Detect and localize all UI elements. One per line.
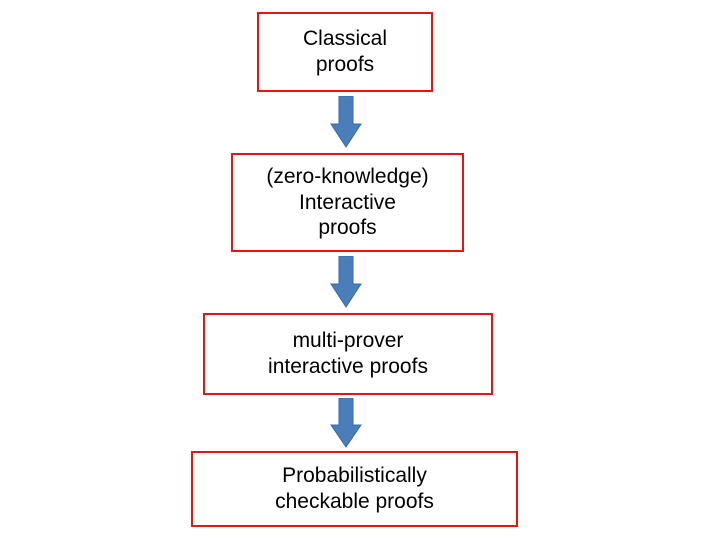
node-interactive-proofs[interactable]: (zero-knowledge) Interactive proofs (231, 153, 464, 252)
node-probabilistically-checkable-proofs[interactable]: Probabilistically checkable proofs (191, 451, 518, 527)
down-arrow-multiprover-to-pcp (330, 397, 362, 448)
node-classical-proofs-label: Classical proofs (302, 27, 388, 76)
down-arrow-classical-to-interactive (330, 95, 362, 148)
node-multi-prover-interactive-proofs[interactable]: multi-prover interactive proofs (203, 313, 493, 395)
node-interactive-proofs-label: (zero-knowledge) Interactive proofs (266, 165, 429, 240)
down-arrow-interactive-to-multiprover (330, 255, 362, 308)
node-probabilistically-checkable-proofs-label: Probabilistically checkable proofs (275, 464, 434, 513)
node-classical-proofs[interactable]: Classical proofs (257, 12, 433, 92)
node-multi-prover-interactive-proofs-label: multi-prover interactive proofs (268, 329, 428, 378)
